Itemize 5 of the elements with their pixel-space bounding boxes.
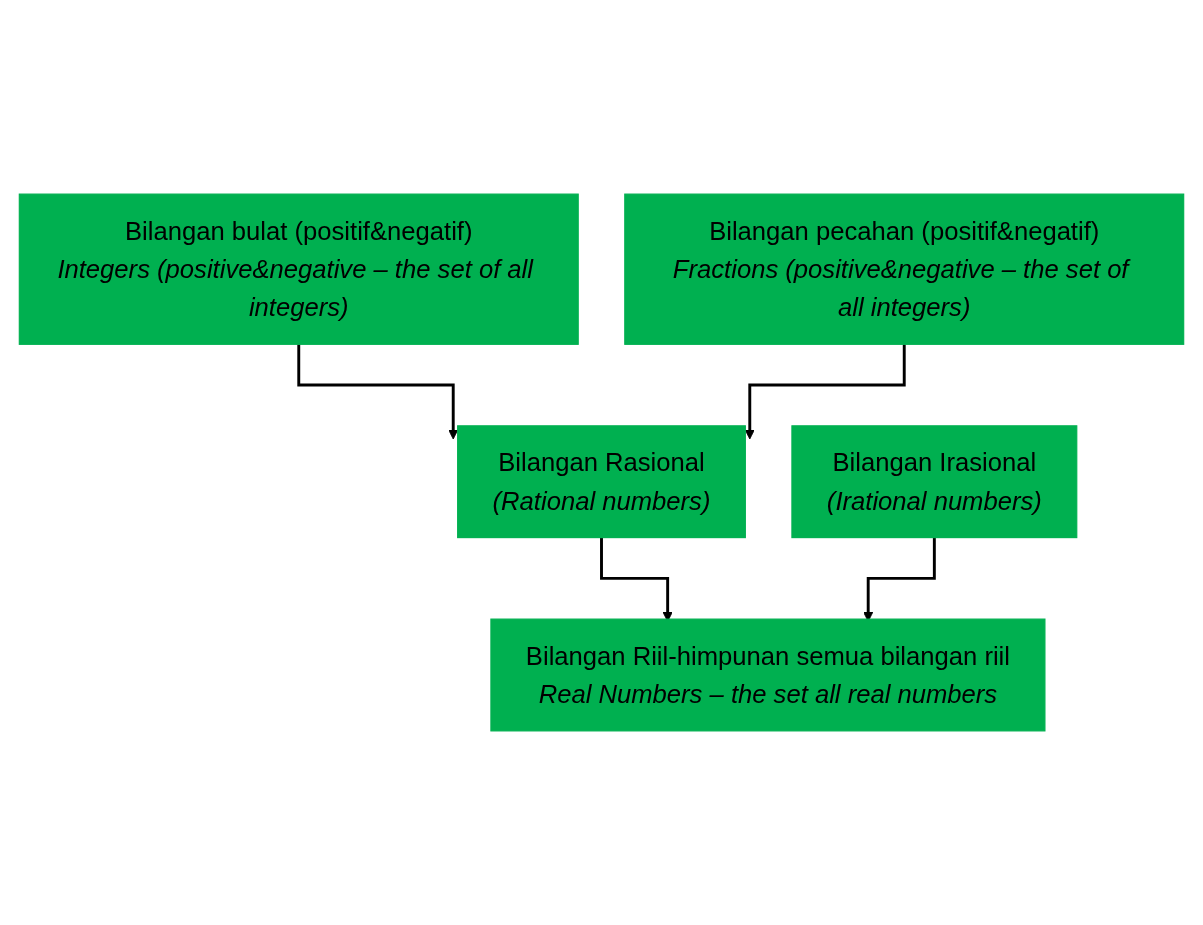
node-box: Bilangan Rasional (Rational numbers) bbox=[457, 425, 746, 539]
node-box: Bilangan Irasional (Irational numbers) bbox=[791, 425, 1078, 539]
node-box: Bilangan Riil-himpunan semua bilangan riil Real Numbers – the set all real numbers bbox=[490, 618, 1046, 732]
node-box: Bilangan pecahan (positif&negatif) Fractions (positive&negative – the set of all integers) bbox=[624, 193, 1185, 345]
node-box: Bilangan bulat (positif&negatif) Integers (positive&negative – the set of all integers) bbox=[18, 193, 579, 345]
